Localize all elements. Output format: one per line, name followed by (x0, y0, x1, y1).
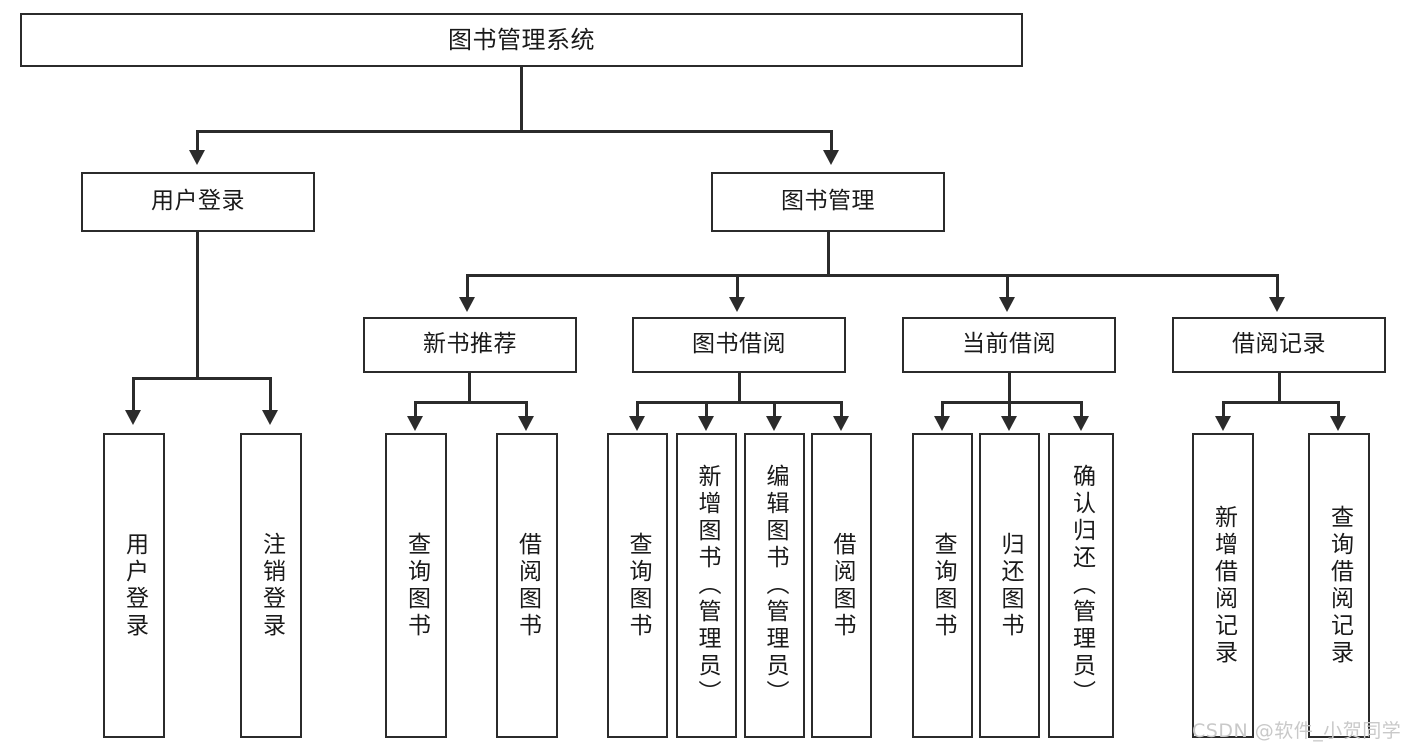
connector-root-to-user-login (196, 130, 199, 152)
node-label: 借阅记录 (1232, 331, 1326, 358)
node-label: 新书推荐 (423, 331, 517, 358)
node-label: 归还图书 (997, 531, 1023, 640)
connector-user-login-to-leaf-0 (132, 377, 135, 412)
node-label: 当前借阅 (962, 331, 1056, 358)
node-label: 注销登录 (258, 531, 285, 640)
connector-current-borrow-to-leaf-0 (941, 401, 944, 419)
connector-book-borrow-to-leaf-3 (840, 401, 843, 419)
node-label: 用户登录 (121, 531, 148, 640)
leaf-newbook-query-book[interactable]: 查询图书 (385, 433, 447, 738)
arrow-current-borrow-to-leaf-1 (1001, 416, 1017, 431)
leaf-borrow-query-book[interactable]: 查询图书 (607, 433, 668, 738)
node-label: 新增图书（管理员） (694, 464, 720, 707)
leaf-current-return-book[interactable]: 归还图书 (979, 433, 1040, 738)
connector-root-to-book-mgmt (830, 130, 833, 152)
node-label: 查询图书 (625, 531, 651, 640)
node-label: 用户登录 (151, 188, 245, 215)
node-label: 借阅图书 (829, 531, 855, 640)
connector-current-borrow-to-leaf-1 (1008, 401, 1011, 419)
leaf-borrow-borrow-book[interactable]: 借阅图书 (811, 433, 872, 738)
connector-borrow-record-stem (1278, 373, 1281, 404)
node-user-login[interactable]: 用户登录 (81, 172, 315, 232)
arrow-book-borrow-to-leaf-2 (766, 416, 782, 431)
connector-borrow-record-bus (1222, 401, 1340, 404)
node-label: 查询借阅记录 (1326, 504, 1353, 667)
arrow-book-borrow-to-leaf-0 (629, 416, 645, 431)
leaf-borrow-edit-book-admin[interactable]: 编辑图书（管理员） (744, 433, 805, 738)
connector-book-borrow-to-leaf-2 (773, 401, 776, 419)
connector-user-login-stem (196, 232, 199, 380)
leaf-record-add-record[interactable]: 新增借阅记录 (1192, 433, 1254, 738)
connector-new-book-to-leaf-1 (525, 401, 528, 419)
node-borrow-record[interactable]: 借阅记录 (1172, 317, 1386, 373)
node-label: 查询图书 (403, 531, 430, 640)
node-label: 确认归还（管理员） (1068, 464, 1095, 707)
connector-current-borrow-bus (941, 401, 1083, 404)
connector-borrow-record-to-leaf-1 (1337, 401, 1340, 419)
connector-new-book-to-leaf-0 (414, 401, 417, 419)
connector-root-stem (520, 67, 523, 132)
csdn-watermark: CSDN @软件_小贺同学 (1192, 720, 1402, 742)
node-label: 图书借阅 (692, 331, 786, 358)
node-book-borrow[interactable]: 图书借阅 (632, 317, 846, 373)
node-label: 编辑图书（管理员） (762, 464, 788, 707)
arrow-root-to-book-mgmt (823, 150, 839, 165)
connector-book-borrow-to-leaf-1 (705, 401, 708, 419)
leaf-record-query-record[interactable]: 查询借阅记录 (1308, 433, 1370, 738)
node-label: 查询图书 (930, 531, 956, 640)
arrow-book-mgmt-to-new-book (459, 297, 475, 312)
connector-current-borrow-stem (1008, 373, 1011, 404)
leaf-borrow-add-book-admin[interactable]: 新增图书（管理员） (676, 433, 737, 738)
connector-current-borrow-to-leaf-2 (1080, 401, 1083, 419)
arrow-root-to-user-login (189, 150, 205, 165)
arrow-current-borrow-to-leaf-2 (1073, 416, 1089, 431)
connector-new-book-bus (414, 401, 528, 404)
arrow-current-borrow-to-leaf-0 (934, 416, 950, 431)
connector-book-borrow-bus (636, 401, 843, 404)
arrow-book-mgmt-to-current-borrow (999, 297, 1015, 312)
arrow-book-mgmt-to-borrow-record (1269, 297, 1285, 312)
arrow-book-borrow-to-leaf-1 (698, 416, 714, 431)
connector-book-mgmt-to-borrow-record (1276, 274, 1279, 299)
leaf-current-query-book[interactable]: 查询图书 (912, 433, 973, 738)
arrow-user-login-to-leaf-0 (125, 410, 141, 425)
arrow-borrow-record-to-leaf-0 (1215, 416, 1231, 431)
connector-user-login-bus (132, 377, 272, 380)
connector-book-mgmt-to-borrow-book (736, 274, 739, 299)
arrow-borrow-record-to-leaf-1 (1330, 416, 1346, 431)
arrow-book-mgmt-to-borrow-book (729, 297, 745, 312)
connector-root-bus (196, 130, 833, 133)
node-current-borrow[interactable]: 当前借阅 (902, 317, 1116, 373)
node-label: 图书管理系统 (448, 25, 595, 54)
node-root-system[interactable]: 图书管理系统 (20, 13, 1023, 67)
arrow-user-login-to-leaf-1 (262, 410, 278, 425)
leaf-current-confirm-return-admin[interactable]: 确认归还（管理员） (1048, 433, 1114, 738)
connector-new-book-stem (468, 373, 471, 404)
leaf-user-login[interactable]: 用户登录 (103, 433, 165, 738)
connector-borrow-record-to-leaf-0 (1222, 401, 1225, 419)
node-book-management[interactable]: 图书管理 (711, 172, 945, 232)
connector-book-mgmt-to-current-borrow (1006, 274, 1009, 299)
node-label: 借阅图书 (514, 531, 541, 640)
arrow-new-book-to-leaf-0 (407, 416, 423, 431)
node-label: 图书管理 (781, 188, 875, 215)
node-new-book-recommend[interactable]: 新书推荐 (363, 317, 577, 373)
connector-book-borrow-to-leaf-0 (636, 401, 639, 419)
connector-book-mgmt-bus (466, 274, 1279, 277)
arrow-book-borrow-to-leaf-3 (833, 416, 849, 431)
connector-book-mgmt-stem (827, 232, 830, 277)
leaf-newbook-borrow-book[interactable]: 借阅图书 (496, 433, 558, 738)
arrow-new-book-to-leaf-1 (518, 416, 534, 431)
connector-user-login-to-leaf-1 (269, 377, 272, 412)
node-label: 新增借阅记录 (1210, 504, 1237, 667)
leaf-logout-login[interactable]: 注销登录 (240, 433, 302, 738)
connector-book-mgmt-to-new-book (466, 274, 469, 299)
connector-book-borrow-stem (738, 373, 741, 404)
